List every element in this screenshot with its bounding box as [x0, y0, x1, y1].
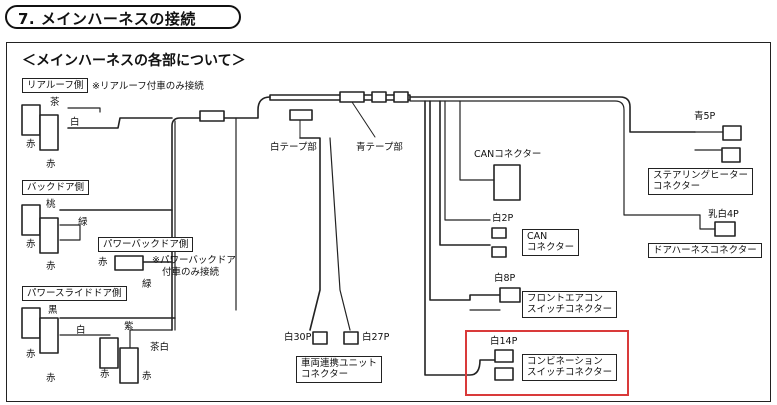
trunk-right	[409, 96, 696, 133]
power-back-note-2: 付車のみ接続	[162, 267, 220, 278]
vehicle-unit-wire	[299, 137, 321, 331]
title-pill	[5, 5, 241, 29]
pin-30p: 白30P	[284, 332, 312, 343]
steering-heater-label: ステアリングヒーター コネクター	[648, 168, 754, 195]
section-rear-roof: リアルーフ側	[22, 78, 89, 94]
door-harness-pin: 乳白4P	[708, 209, 739, 220]
diagram-frame	[6, 42, 771, 402]
wire-white-b: 白	[76, 325, 86, 336]
wire-red-g: 赤	[46, 373, 56, 384]
wire-red-b: 赤	[46, 159, 56, 170]
can-label: CAN コネクター	[522, 229, 580, 256]
combination-pin: 白14P	[490, 336, 518, 347]
wire-red-d: 赤	[46, 261, 56, 272]
white-tape-label: 白テープ部	[270, 142, 317, 153]
wire-green-b: 緑	[142, 279, 152, 290]
steering-heater-line-2: コネクター	[653, 181, 701, 193]
pin-27p: 白27P	[362, 332, 390, 343]
wire-brown-white: 茶白	[150, 342, 170, 353]
section-power-back-door: パワーバックドア側	[98, 237, 194, 253]
front-ac-line-2: スイッチコネクター	[527, 304, 613, 316]
wire-white: 白	[70, 117, 80, 128]
can-connector-label: CANコネクター	[474, 149, 542, 160]
can-connector-box	[493, 164, 521, 201]
rear-roof-note: ※リアルーフ付車のみ接続	[92, 81, 204, 92]
wire-red-c: 赤	[26, 239, 36, 250]
vehicle-unit-line-2: コネクター	[301, 369, 349, 381]
door-harness-label: ドアハーネスコネクター	[648, 243, 762, 259]
vehicle-unit-label: 車両連携ユニット コネクター	[296, 356, 383, 383]
front-ac-line-1: フロントエアコン	[527, 293, 604, 304]
diagram-subtitle: ＜メインハーネスの各部について＞	[22, 53, 246, 69]
can-line-1: CAN	[527, 231, 548, 242]
section-power-slide-door: パワースライドドア側	[22, 286, 127, 302]
combination-label: コンビネーション スイッチコネクター	[522, 354, 618, 381]
section-back-door: バックドア側	[22, 180, 90, 196]
can-line-2: コネクター	[527, 242, 575, 254]
can-pin: 白2P	[492, 213, 514, 224]
wire-green-a: 緑	[78, 217, 88, 228]
steering-heater-line-1: ステアリングヒーター	[653, 170, 749, 181]
rear-roof-wire	[67, 117, 173, 129]
blue-tape	[339, 91, 365, 103]
trunk-left-loop	[171, 96, 271, 331]
power-back-note-1: ※パワーバックドア	[152, 255, 236, 266]
combination-highlight	[465, 330, 629, 396]
wire-red-e: 赤	[98, 257, 108, 268]
wire-red-f: 赤	[26, 349, 36, 360]
blue-tape-label: 青テープ部	[356, 142, 403, 153]
wire-red-i: 赤	[142, 371, 152, 382]
wire-red-h: 赤	[100, 369, 110, 380]
front-ac-pin: 白8P	[494, 273, 516, 284]
combination-line-2: スイッチコネクター	[527, 367, 613, 379]
white-tape	[289, 109, 313, 121]
wire-brown: 茶	[50, 97, 60, 108]
vehicle-unit-line-1: 車両連携ユニット	[301, 358, 378, 369]
steering-heater-pin: 青5P	[694, 111, 716, 122]
page-title: 7. メインハーネスの接続	[18, 10, 196, 28]
wire-red-a: 赤	[26, 139, 36, 150]
front-ac-label: フロントエアコン スイッチコネクター	[522, 291, 618, 318]
wire-purple: 紫	[124, 321, 134, 332]
combination-line-1: コンビネーション	[527, 356, 603, 367]
wire-black: 黒	[48, 305, 58, 316]
wire-peach: 桃	[46, 199, 56, 210]
